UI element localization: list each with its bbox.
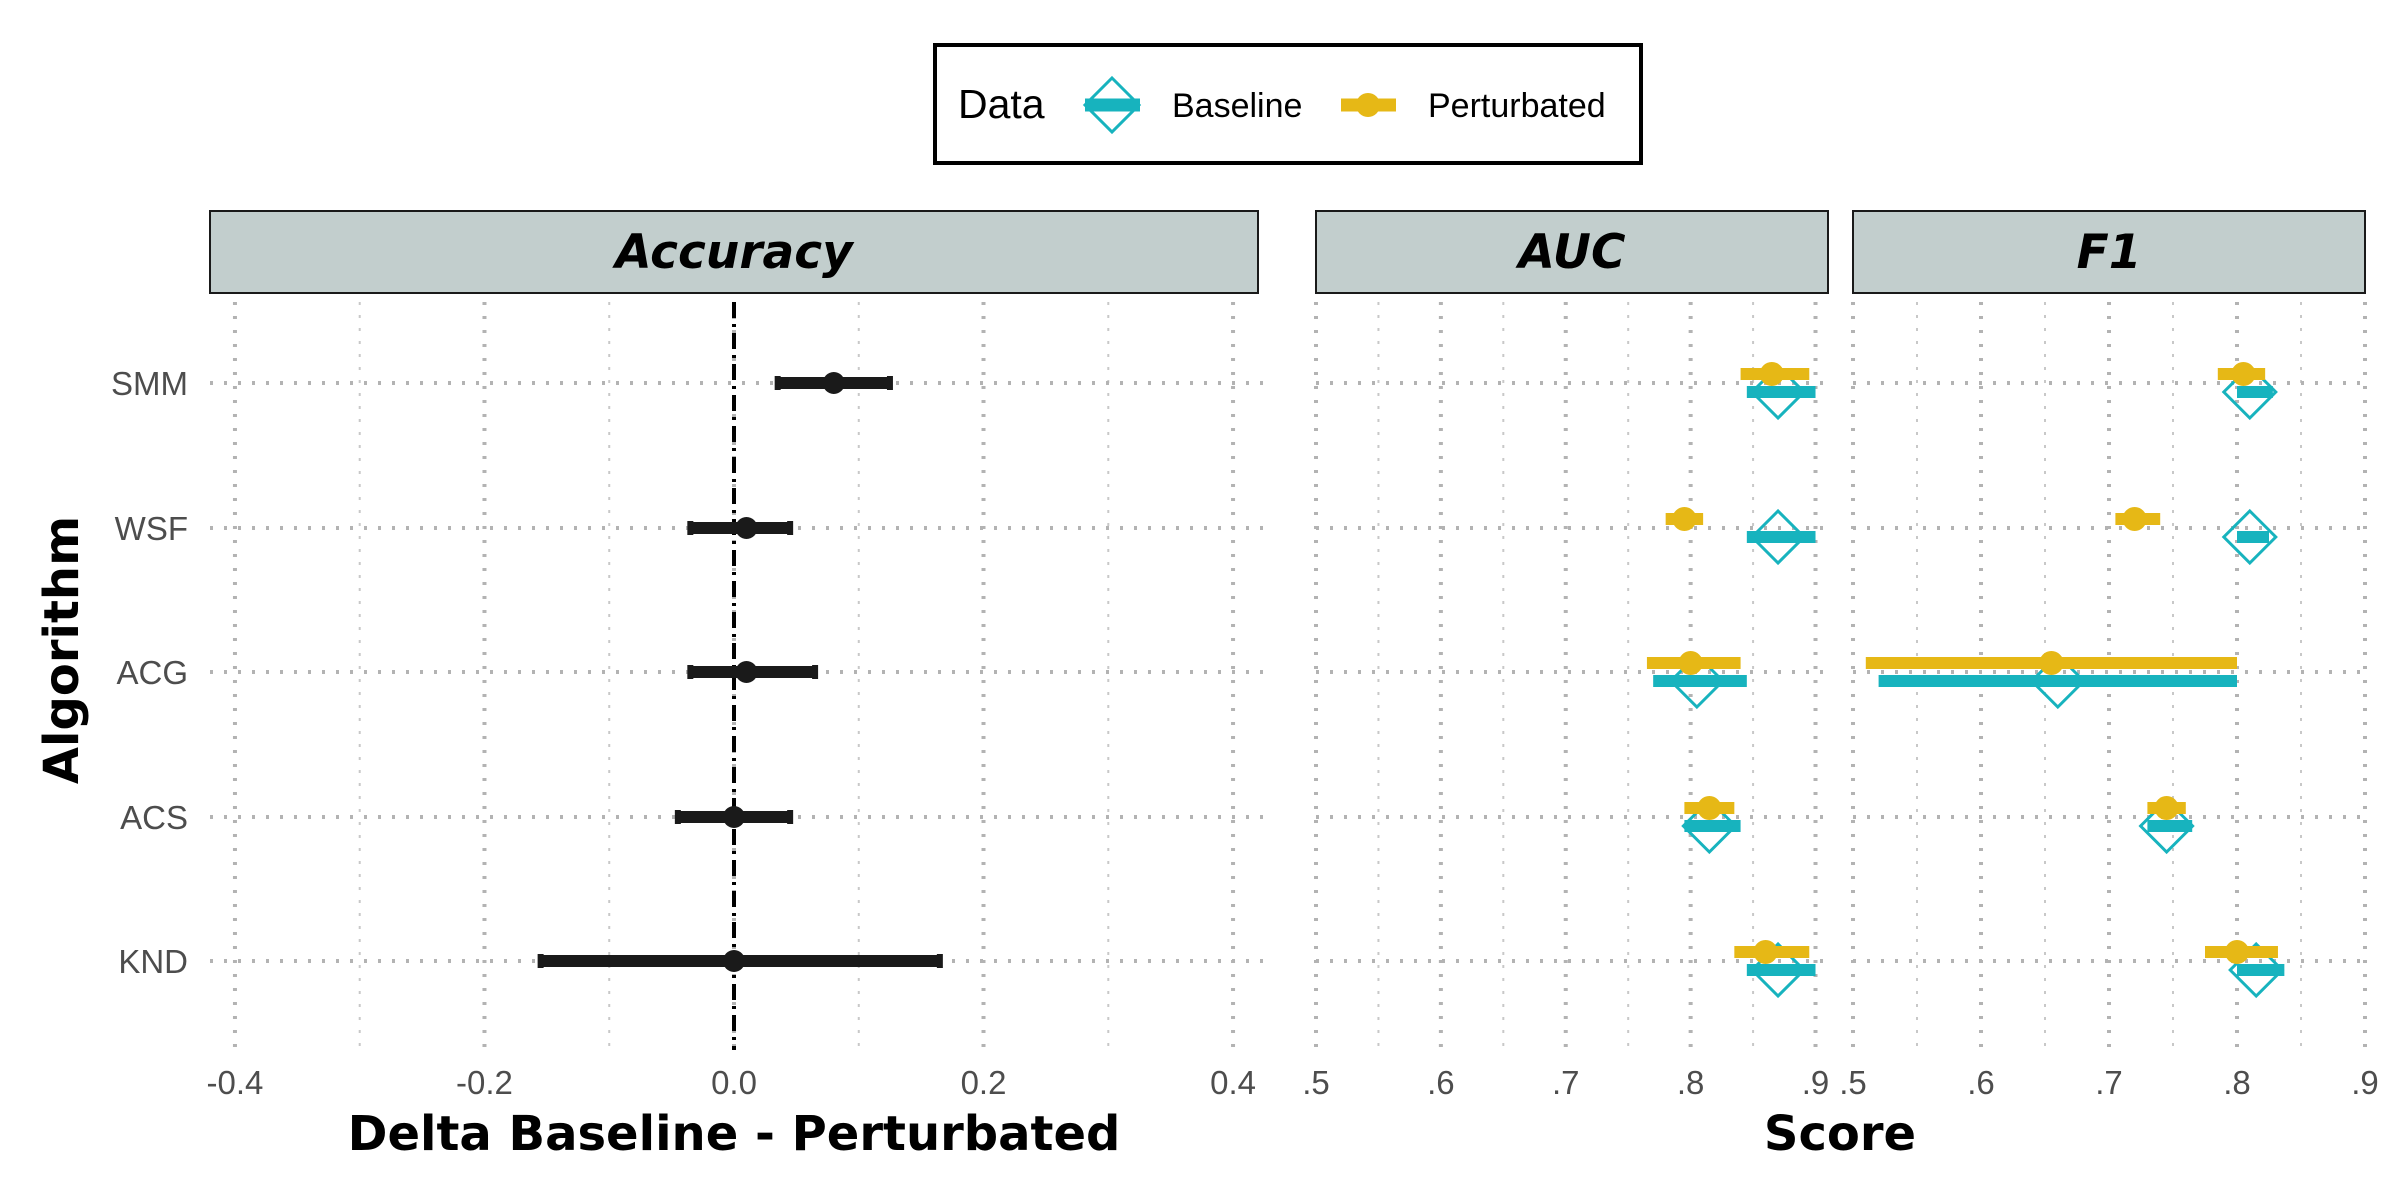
point-baseline-wsf bbox=[2221, 508, 2278, 566]
x-tick-label: 0.2 bbox=[961, 1064, 1007, 1101]
point-baseline-acg bbox=[2029, 652, 2086, 710]
x-tick-label: .6 bbox=[1427, 1064, 1455, 1101]
x-tick-label: .9 bbox=[1802, 1064, 1830, 1101]
x-tick-label: 0.0 bbox=[711, 1064, 757, 1101]
point-delta-acg bbox=[735, 661, 758, 683]
legend-key-baseline bbox=[1082, 75, 1142, 135]
legend-key-perturbated bbox=[1341, 93, 1396, 117]
marks-f1 bbox=[1865, 362, 2285, 999]
point-perturbated-acg bbox=[1678, 651, 1703, 675]
x-axis-title-accuracy: Delta Baseline - Perturbated bbox=[348, 1106, 1121, 1162]
point-perturbated-acs bbox=[1697, 796, 1722, 820]
point-baseline-smm bbox=[1749, 363, 1807, 421]
x-tick-label: .5 bbox=[1302, 1064, 1330, 1101]
strip-label-auc: AUC bbox=[1515, 225, 1626, 280]
point-perturbated-wsf bbox=[2122, 507, 2147, 531]
point-baseline-acs bbox=[1681, 797, 1738, 855]
panel-f1: F1 .5 .6 .7 .8 .9 bbox=[1839, 210, 2379, 1101]
panel-auc: AUC .5 .6 .7 .8 .9 bbox=[1302, 210, 1834, 1101]
point-perturbated-acs bbox=[2154, 796, 2179, 820]
x-ticks-accuracy: -0.4 -0.2 0.0 0.2 0.4 bbox=[207, 1064, 1256, 1101]
point-perturbated-smm bbox=[1759, 362, 1784, 386]
y-axis-title: Algorithm bbox=[34, 516, 90, 784]
legend-title: Data bbox=[958, 81, 1045, 127]
point-baseline-acs bbox=[2138, 797, 2195, 855]
x-tick-label: -0.2 bbox=[456, 1064, 513, 1101]
x-tick-label: .7 bbox=[2095, 1064, 2123, 1101]
marks-accuracy bbox=[537, 302, 943, 1050]
x-tick-label: -0.4 bbox=[207, 1064, 264, 1101]
y-tick-label-smm: SMM bbox=[111, 365, 188, 402]
point-perturbated-smm bbox=[2231, 362, 2256, 386]
legend-box bbox=[933, 43, 1643, 165]
x-tick-label: .6 bbox=[1967, 1064, 1995, 1101]
x-tick-label: 0.4 bbox=[1210, 1064, 1256, 1101]
y-tick-label-acs: ACS bbox=[120, 799, 188, 836]
strip-auc bbox=[1315, 210, 1829, 294]
legend-label-baseline: Baseline bbox=[1172, 87, 1302, 125]
marks-auc bbox=[1646, 362, 1816, 999]
point-baseline-smm bbox=[2221, 363, 2278, 421]
x-ticks-auc: .5 .6 .7 .8 .9 bbox=[1302, 1064, 1829, 1101]
panel-accuracy: Accuracy -0.4 -0.2 0.0 0.2 0.4 Delta Bas… bbox=[207, 210, 1264, 1162]
x-ticks-f1: .5 .6 .7 .8 .9 bbox=[1839, 1064, 2379, 1101]
y-tick-label-knd: KND bbox=[118, 943, 188, 980]
grid-f1 bbox=[1851, 302, 2371, 1050]
point-delta-smm bbox=[822, 372, 845, 394]
x-axis-title-score: Score bbox=[1764, 1106, 1916, 1162]
point-delta-wsf bbox=[735, 517, 758, 539]
x-tick-label: .8 bbox=[1677, 1064, 1705, 1101]
strip-label-f1: F1 bbox=[2077, 225, 2142, 280]
grid-auc bbox=[1314, 302, 1834, 1050]
y-tick-label-wsf: WSF bbox=[115, 510, 188, 547]
legend-label-perturbated: Perturbated bbox=[1428, 87, 1606, 125]
point-perturbated-knd bbox=[1753, 940, 1778, 964]
x-tick-label: .5 bbox=[1839, 1064, 1867, 1101]
point-delta-acs bbox=[723, 806, 745, 828]
point-perturbated-wsf bbox=[1672, 507, 1697, 531]
point-baseline-acg bbox=[1668, 652, 1725, 710]
strip-label-accuracy: Accuracy bbox=[611, 225, 855, 280]
point-perturbated-acg bbox=[2039, 651, 2064, 675]
x-tick-label: .7 bbox=[1552, 1064, 1580, 1101]
x-tick-label: .9 bbox=[2351, 1064, 2379, 1101]
point-delta-knd bbox=[723, 950, 745, 972]
point-baseline-wsf bbox=[1749, 508, 1807, 566]
y-tick-labels: SMM WSF ACG ACS KND bbox=[111, 365, 188, 980]
y-tick-label-acg: ACG bbox=[116, 654, 188, 691]
legend: Data Baseline Perturbated bbox=[933, 43, 1643, 165]
x-tick-label: .8 bbox=[2223, 1064, 2251, 1101]
strip-f1 bbox=[1852, 210, 2366, 294]
point-perturbated-knd bbox=[2225, 940, 2249, 964]
strip-accuracy bbox=[209, 210, 1259, 294]
